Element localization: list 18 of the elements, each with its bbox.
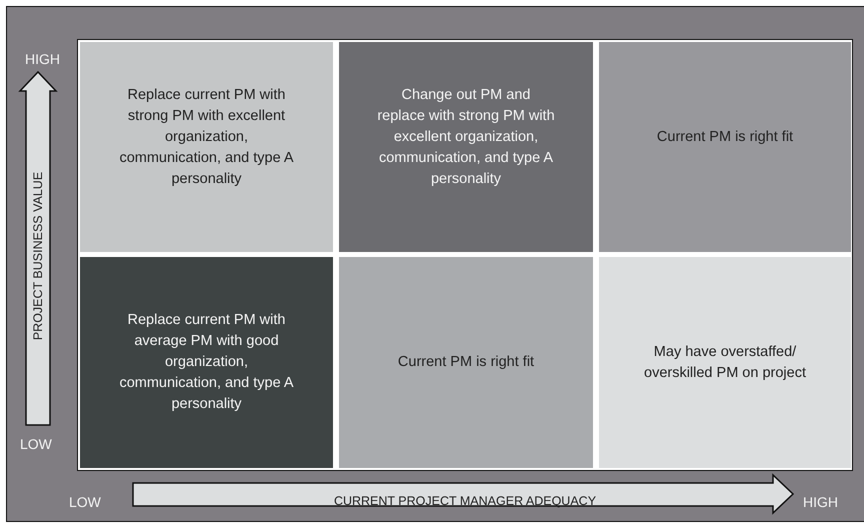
cell-text: Current PM is right fit	[656, 128, 794, 146]
axis-end-label: LOW	[69, 494, 101, 510]
cell-text: May have overstaffed/ overskilled PM on project	[643, 342, 807, 382]
axis-title: PROJECT BUSINESS VALUE	[31, 172, 45, 340]
axis-title: CURRENT PROJECT MANAGER ADEQUACY	[334, 494, 596, 508]
axis-end-label: LOW	[20, 436, 52, 452]
cell-text: Current PM is right fit	[398, 353, 534, 372]
cell-text: Change out PM and replace with strong PM with excellent organization, communication, and type A personality	[376, 86, 556, 188]
axis-end-label: HIGH	[25, 51, 60, 67]
cell-text: Replace current PM with average PM with good organization, communication, and type A personality	[118, 311, 295, 414]
quadrant-cell	[80, 42, 333, 252]
quadrant-cell	[339, 42, 593, 252]
quadrant-cell	[339, 257, 593, 468]
quadrant-cell	[599, 42, 851, 252]
axis-end-label: HIGH	[803, 494, 838, 510]
quadrant-cell	[599, 257, 851, 468]
cell-text: Replace current PM with strong PM with excellent organization, communication, and type A personality	[118, 86, 295, 188]
quadrant-cell	[80, 257, 333, 468]
